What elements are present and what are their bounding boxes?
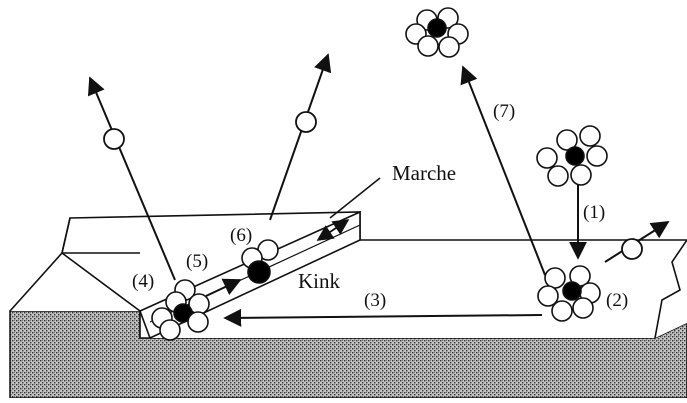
label-step-4: (4) xyxy=(132,271,154,292)
kink-cluster xyxy=(241,239,279,284)
label-step-1: (1) xyxy=(583,202,605,223)
label-step-6: (6) xyxy=(230,225,252,246)
cluster-at-step xyxy=(151,279,210,341)
label-step-2: (2) xyxy=(606,290,628,311)
label-step-5: (5) xyxy=(186,251,208,272)
label-marche: Marche xyxy=(392,161,456,185)
cluster-desorbed xyxy=(405,7,469,58)
arrow-6-up xyxy=(269,53,332,221)
marche-pointer xyxy=(329,177,381,219)
arrow-4-up xyxy=(87,76,176,281)
arrow-step-bidir xyxy=(316,219,350,241)
label-step-3: (3) xyxy=(364,290,386,311)
arrow-7 xyxy=(460,65,546,276)
cluster-adsorbed xyxy=(537,265,601,322)
single-atom-left xyxy=(103,128,125,150)
arrow-3 xyxy=(223,308,543,327)
upper-terrace xyxy=(61,211,687,312)
label-step-7: (7) xyxy=(493,101,515,122)
cluster-incoming xyxy=(536,125,608,187)
terrace-back-edge xyxy=(61,217,71,254)
substrate-step-edge xyxy=(139,311,150,339)
arrow-5 xyxy=(205,278,242,297)
terrace-right-edge xyxy=(654,239,687,339)
single-atom-right xyxy=(621,238,643,260)
single-atom-middle xyxy=(295,111,317,133)
label-kink: Kink xyxy=(298,269,341,293)
